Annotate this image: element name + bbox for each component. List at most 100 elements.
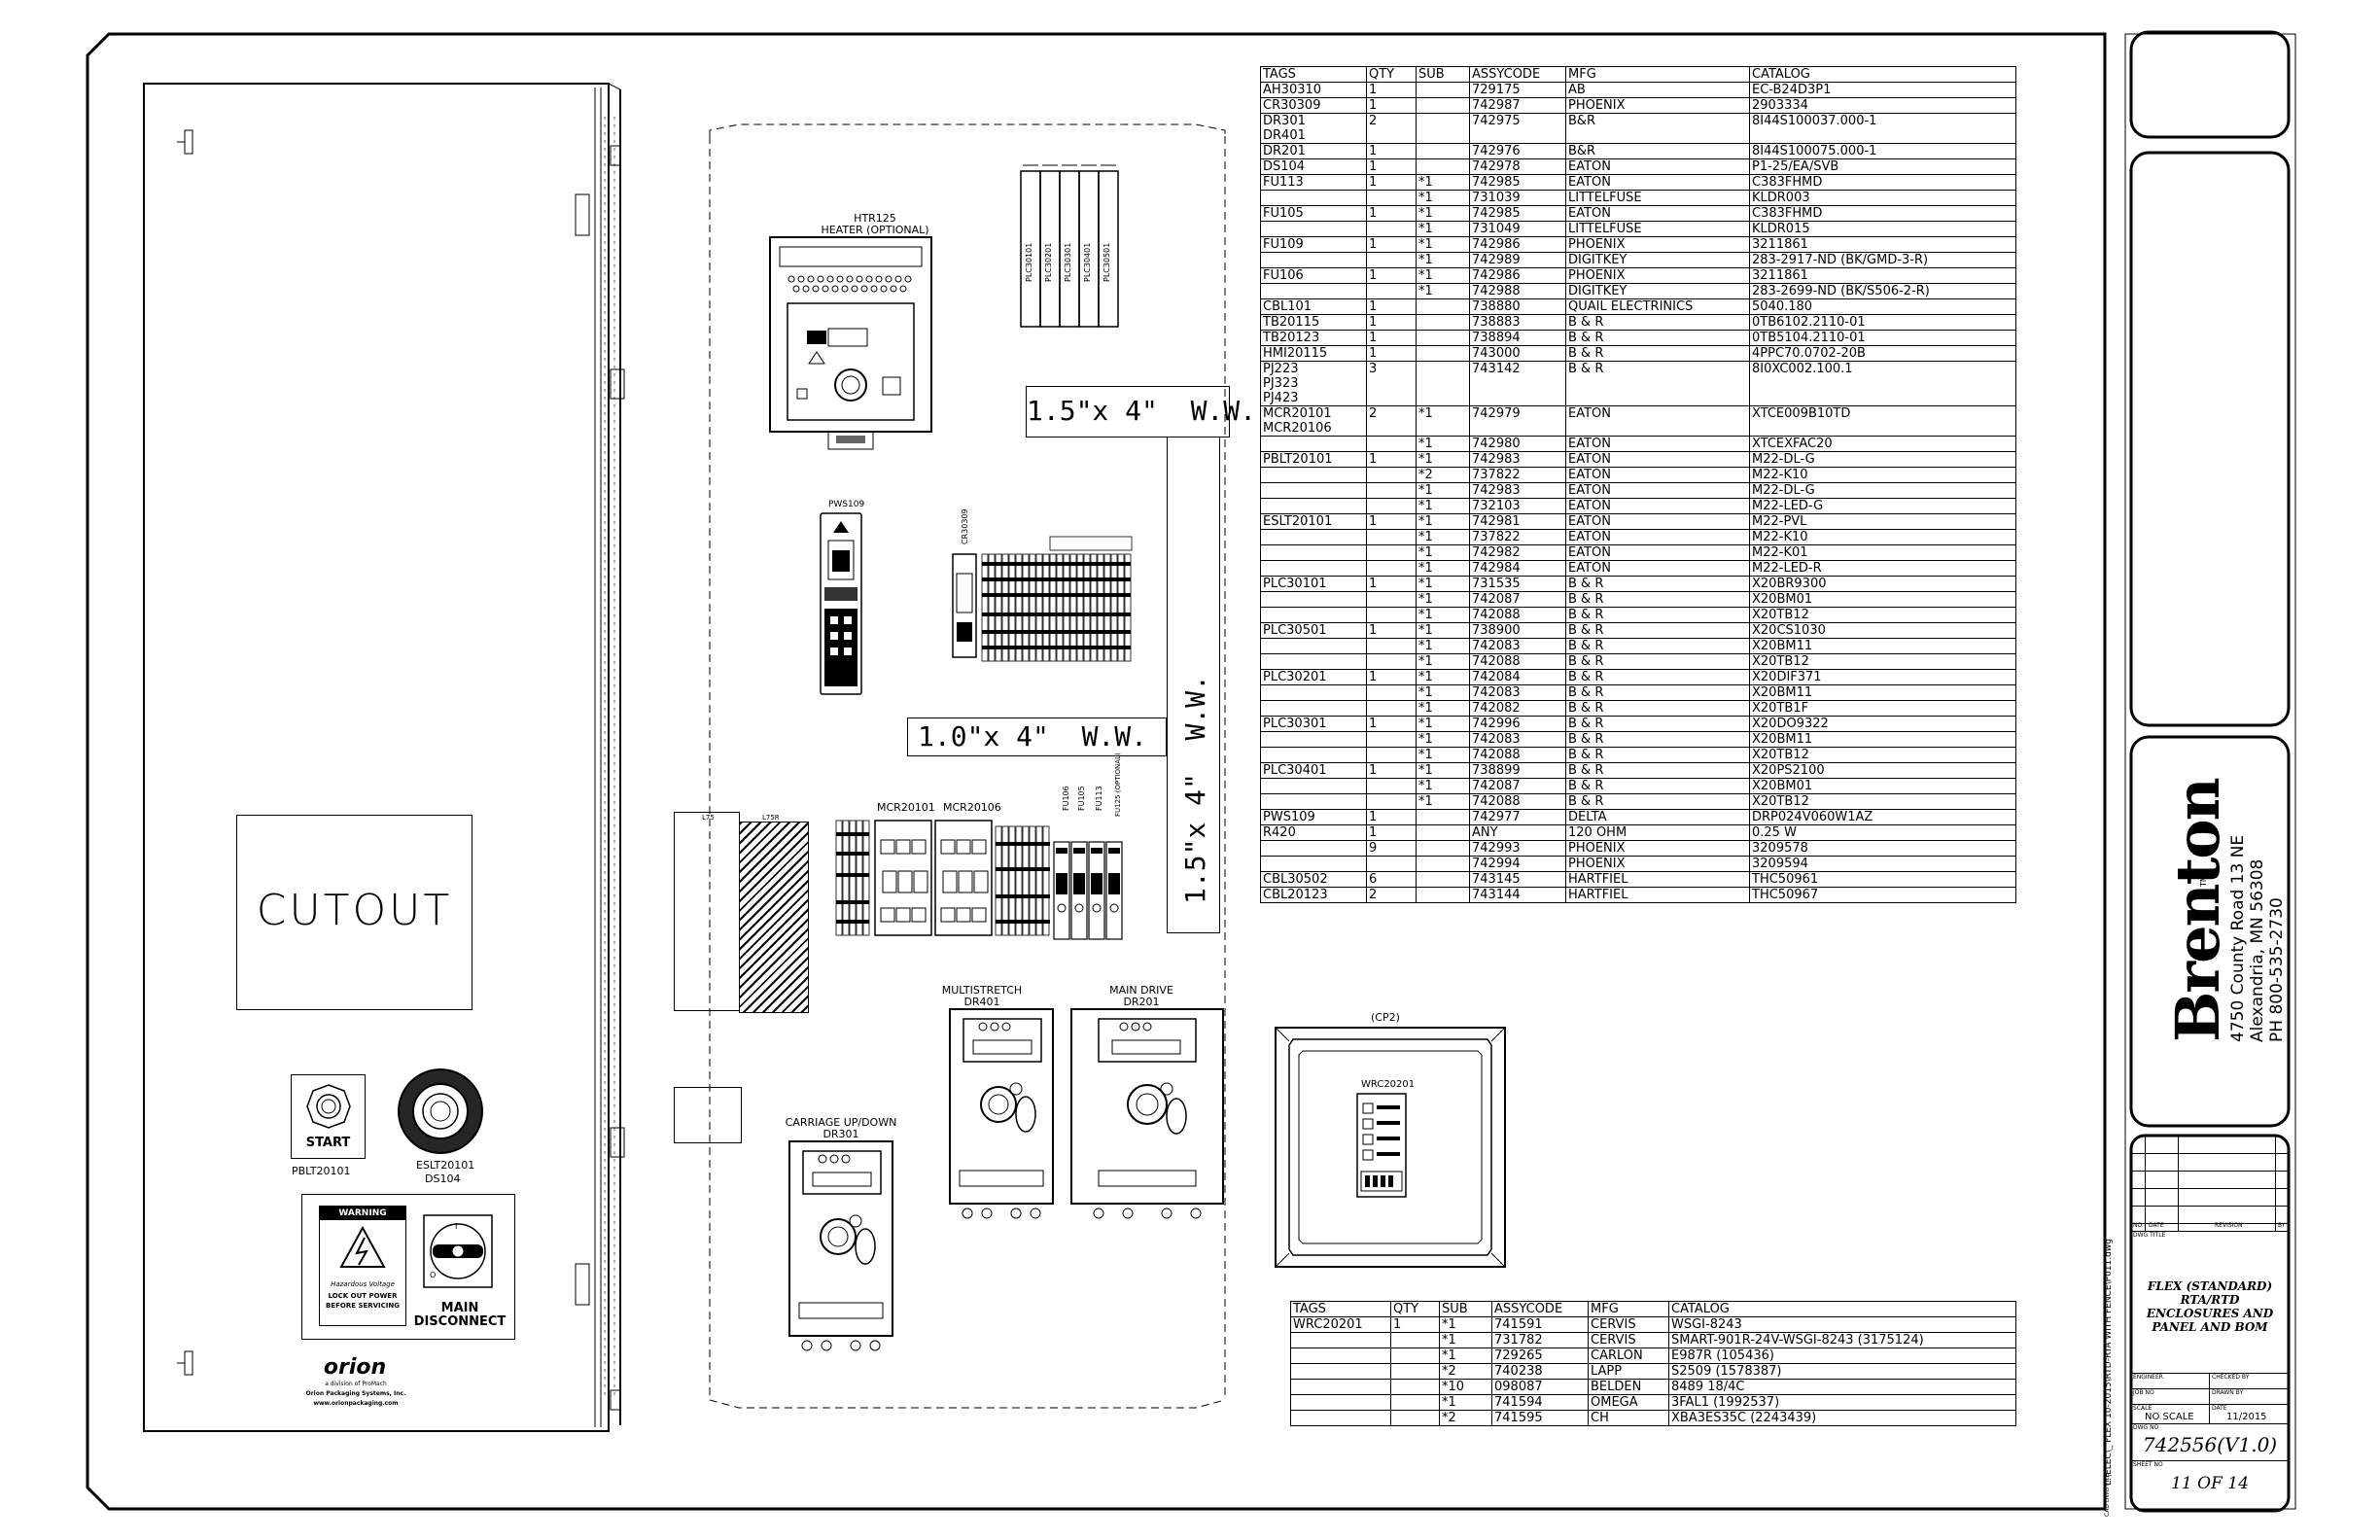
table-cell: 742993 (1469, 840, 1566, 857)
table-cell: EATON (1565, 436, 1750, 452)
table-cell: EATON (1565, 544, 1750, 561)
table-cell (1366, 467, 1417, 483)
table-cell: 2903334 (1749, 97, 2016, 114)
table-cell: QUAIL ELECTRINICS (1565, 298, 1750, 315)
table-cell (1260, 283, 1367, 299)
table-cell: 0TB5104.2110-01 (1749, 330, 2016, 346)
drawn-by-label: DRAWN BY (2212, 1389, 2244, 1396)
table-header-cell: SUB (1439, 1301, 1492, 1317)
job-no-label: JOB NO (2133, 1389, 2154, 1396)
table-cell: 1 (1366, 669, 1417, 685)
table-cell: 1 (1366, 330, 1417, 346)
table-header-cell: QTY (1366, 66, 1417, 83)
table-cell (1416, 345, 1470, 362)
table-cell: ESLT20101 (1260, 513, 1367, 530)
table-cell: DIGITKEY (1565, 283, 1750, 299)
table-cell: PHOENIX (1565, 97, 1750, 114)
side-label-1: L75 (702, 814, 715, 822)
date-label: DATE (2212, 1405, 2227, 1412)
table-cell: 1 (1366, 267, 1417, 284)
table-cell: 1 (1366, 576, 1417, 592)
rotary-disconnect-icon: I O (423, 1214, 493, 1288)
table-cell: 1 (1366, 97, 1417, 114)
heater-device (769, 236, 932, 450)
scale-label: SCALE (2133, 1405, 2152, 1412)
start-pushbutton: START (291, 1074, 366, 1159)
table-cell: *1 (1416, 716, 1470, 732)
table-cell: M22-K01 (1749, 544, 2016, 561)
table-cell (1416, 143, 1470, 159)
table-cell: 742087 (1469, 591, 1566, 608)
table-cell: *2 (1439, 1363, 1492, 1380)
table-cell: 1 (1366, 451, 1417, 468)
table-cell (1290, 1379, 1391, 1395)
table-cell (1260, 529, 1367, 545)
table-cell: 3FAL1 (1992537) (1668, 1394, 2016, 1411)
table-cell (1366, 482, 1417, 499)
table-cell: 2 (1366, 113, 1417, 144)
table-header-cell: CATALOG (1668, 1301, 2016, 1317)
table-cell: *1 (1416, 747, 1470, 763)
table-cell: B & R (1565, 731, 1750, 748)
table-cell (1260, 607, 1367, 623)
engineer-label: ENGINEER (2133, 1374, 2163, 1381)
table-cell: X20BM11 (1749, 638, 2016, 654)
table-cell: KLDR003 (1749, 190, 2016, 206)
table-cell: PLC30501 (1260, 622, 1367, 639)
table-cell (1416, 158, 1470, 175)
table-cell (1260, 252, 1367, 268)
wire-duct-top-label: 1.5"x 4" W.W. (1027, 395, 1257, 427)
table-cell: FU106 (1260, 267, 1367, 284)
table-cell: X20PS2100 (1749, 762, 2016, 779)
table-cell: *1 (1416, 669, 1470, 685)
table-cell (1366, 684, 1417, 701)
power-supply (820, 512, 862, 695)
table-cell: 283-2699-ND (BK/S506-2-R) (1749, 283, 2016, 299)
plc-module-3: PLC30301 (1064, 242, 1072, 282)
table-cell: *1 (1416, 405, 1470, 437)
table-cell (1416, 840, 1470, 857)
wire-duct-top: 1.5"x 4" W.W. (1026, 386, 1256, 438)
table-header-cell: MFG (1565, 66, 1750, 83)
table-cell: *1 (1439, 1332, 1492, 1348)
table-cell: B & R (1565, 576, 1750, 592)
table-cell: 742083 (1469, 731, 1566, 748)
table-cell: EATON (1565, 498, 1750, 514)
table-cell: X20TB12 (1749, 653, 2016, 670)
table-cell: B & R (1565, 330, 1750, 346)
table-cell: *1 (1416, 529, 1470, 545)
table-cell: AB (1565, 82, 1750, 98)
table-cell: 742988 (1469, 283, 1566, 299)
table-cell (1260, 544, 1367, 561)
title-line-3: ENCLOSURES AND (2146, 1307, 2274, 1320)
table-cell: 742983 (1469, 482, 1566, 499)
table-cell: FU113 (1260, 174, 1367, 191)
table-cell: 8489 18/4C (1668, 1379, 2016, 1395)
table-cell: PLC30201 (1260, 669, 1367, 685)
table-cell: *1 (1416, 283, 1470, 299)
warning-text-2: LOCK OUT POWER (328, 1292, 398, 1300)
table-cell: X20CS1030 (1749, 622, 2016, 639)
table-cell: THC50961 (1749, 871, 2016, 888)
table-cell (1260, 793, 1367, 810)
table-cell: 732103 (1469, 498, 1566, 514)
terminal-blocks-upper (952, 536, 1133, 662)
table-cell: 743145 (1469, 871, 1566, 888)
table-cell: 742989 (1469, 252, 1566, 268)
table-cell: *1 (1416, 436, 1470, 452)
table-cell: 1 (1366, 314, 1417, 331)
table-cell (1260, 436, 1367, 452)
table-cell: CR30309 (1260, 97, 1367, 114)
table-cell: 742083 (1469, 684, 1566, 701)
